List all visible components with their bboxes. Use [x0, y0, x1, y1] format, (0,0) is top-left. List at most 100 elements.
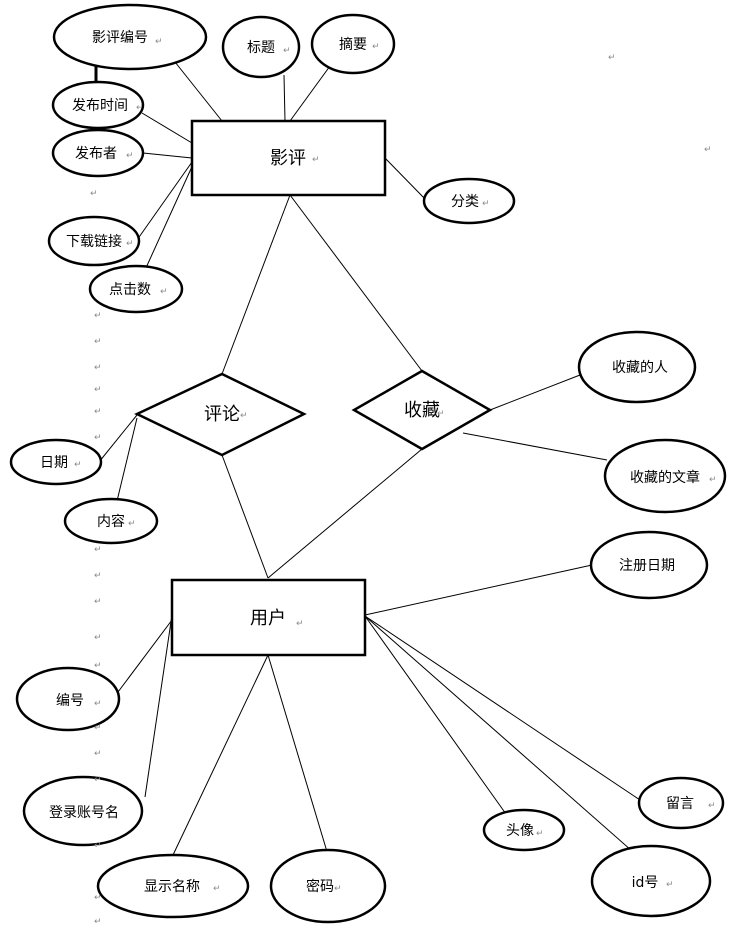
paragraph-mark: ↵: [94, 597, 102, 607]
attr-login-account-label: 登录账号名: [49, 805, 119, 821]
paragraph-mark: ↵: [94, 775, 102, 785]
paragraph-mark: ↵: [240, 411, 248, 421]
paragraph-mark: ↵: [94, 571, 102, 581]
entity-review: 影评: [190, 119, 387, 197]
attr-date-label: 日期: [40, 455, 68, 471]
paragraph-mark: ↵: [334, 884, 342, 894]
paragraph-mark: ↵: [126, 239, 134, 249]
line-title: [283, 74, 286, 122]
paragraph-mark: ↵: [94, 363, 102, 373]
paragraph-mark: ↵: [94, 749, 102, 759]
relation-comment-label: 评论: [204, 404, 240, 425]
line-login-account: [144, 614, 173, 798]
paragraph-mark: ↵: [666, 880, 674, 890]
line-date: [98, 414, 138, 463]
paragraph-mark: ↵: [213, 884, 221, 894]
paragraph-mark: ↵: [482, 199, 490, 209]
line-category: [384, 157, 427, 201]
paragraph-mark: ↵: [536, 829, 544, 839]
line-download-link: [136, 161, 193, 241]
attr-download-link: 下载链接: [47, 215, 141, 267]
entity-user: 用户: [170, 578, 367, 657]
paragraph-mark: ↵: [708, 801, 716, 811]
attr-message-label: 留言: [666, 796, 694, 812]
line-register-date: [364, 564, 593, 616]
attr-register-date: 注册日期: [589, 530, 709, 600]
attr-favorited-article-label: 收藏的文章: [630, 469, 700, 486]
attr-publisher: 发布者: [51, 128, 145, 178]
paragraph-mark: ↵: [608, 53, 616, 63]
attr-review-id: 影评编号: [52, 3, 208, 71]
attr-title: 标题: [221, 15, 301, 79]
paragraph-mark: ↵: [94, 917, 102, 927]
attr-content-label: 内容: [97, 513, 125, 530]
line-avatar: [364, 615, 507, 815]
attr-content: 内容: [63, 497, 159, 545]
paragraph-mark: ↵: [90, 189, 98, 199]
line-message: [364, 615, 641, 801]
relation-comment: 评论: [134, 372, 307, 457]
line-favorite-user: [267, 448, 423, 579]
line-display-name: [172, 654, 269, 856]
attr-register-date-label: 注册日期: [619, 558, 675, 574]
attr-abstract: 摘要: [310, 13, 396, 75]
paragraph-mark: ↵: [94, 545, 102, 555]
line-id-no: [364, 615, 641, 859]
paragraph-mark: ↵: [283, 46, 291, 56]
paragraph-mark: ↵: [94, 311, 102, 321]
paragraph-mark: ↵: [372, 42, 380, 52]
attr-download-link-label: 下载链接: [66, 233, 122, 250]
attr-id-no-label: id号: [632, 875, 659, 891]
paragraph-mark: ↵: [312, 155, 320, 165]
attr-display-name: 显示名称: [96, 853, 250, 919]
line-review-favorite: [289, 194, 423, 372]
line-review-comment: [221, 194, 291, 375]
attr-abstract-label: 摘要: [339, 36, 367, 53]
attr-category-label: 分类: [451, 194, 479, 210]
attr-favorited-article: 收藏的文章: [603, 438, 727, 514]
line-abstract: [289, 65, 331, 122]
attr-title-label: 标题: [247, 40, 275, 56]
attr-favoriter-label: 收藏的人: [612, 360, 668, 376]
attr-clicks: 点击数: [88, 264, 184, 314]
paragraph-mark: ↵: [74, 460, 82, 470]
attr-login-account: 登录账号名: [22, 775, 144, 847]
paragraph-mark: ↵: [94, 633, 102, 643]
attr-review-id-label: 影评编号: [92, 30, 148, 46]
paragraph-mark: ↵: [155, 37, 163, 47]
paragraph-mark: ↵: [126, 151, 134, 161]
line-favorited-article: [462, 432, 608, 461]
attr-user-id: 编号: [15, 666, 121, 732]
attr-date: 日期: [9, 438, 103, 486]
relation-favorite-label: 收藏: [404, 400, 440, 421]
paragraph-mark: ↵: [94, 723, 102, 733]
attr-category: 分类: [422, 177, 516, 225]
line-clicks: [144, 159, 196, 271]
paragraph-mark: ↵: [704, 145, 712, 155]
attr-clicks-label: 点击数: [109, 282, 151, 298]
paragraph-mark: ↵: [128, 519, 136, 529]
paragraph-mark: ↵: [94, 433, 102, 443]
attr-publisher-label: 发布者: [75, 146, 117, 162]
attr-id-no: id号: [590, 844, 712, 918]
entity-review-label: 影评: [270, 148, 306, 169]
paragraph-mark: ↵: [94, 385, 102, 395]
line-content: [116, 417, 138, 502]
connector-lines: [98, 61, 641, 859]
paragraph-mark: ↵: [94, 841, 102, 851]
attr-message: 留言: [637, 776, 725, 830]
paragraph-marks: ↵ ↵ ↵ ↵ ↵ ↵ ↵ ↵ ↵ ↵ ↵ ↵ ↵ ↵ ↵ ↵ ↵ ↵ ↵ ↵ …: [74, 37, 717, 927]
paragraph-mark: ↵: [160, 287, 168, 297]
paragraph-mark: ↵: [709, 475, 717, 485]
attr-favoriter: 收藏的人: [577, 330, 697, 404]
attr-avatar-label: 头像: [506, 823, 534, 839]
line-review-id: [174, 61, 223, 122]
line-password: [267, 654, 329, 856]
paragraph-mark: ↵: [94, 893, 102, 903]
line-favoriter: [489, 374, 581, 411]
attr-publish-time-label: 发布时间: [72, 98, 128, 114]
line-user-id: [117, 619, 173, 693]
paragraph-mark: ↵: [94, 337, 102, 347]
attr-display-name-label: 显示名称: [144, 879, 200, 895]
paragraph-mark: ↵: [437, 409, 445, 419]
